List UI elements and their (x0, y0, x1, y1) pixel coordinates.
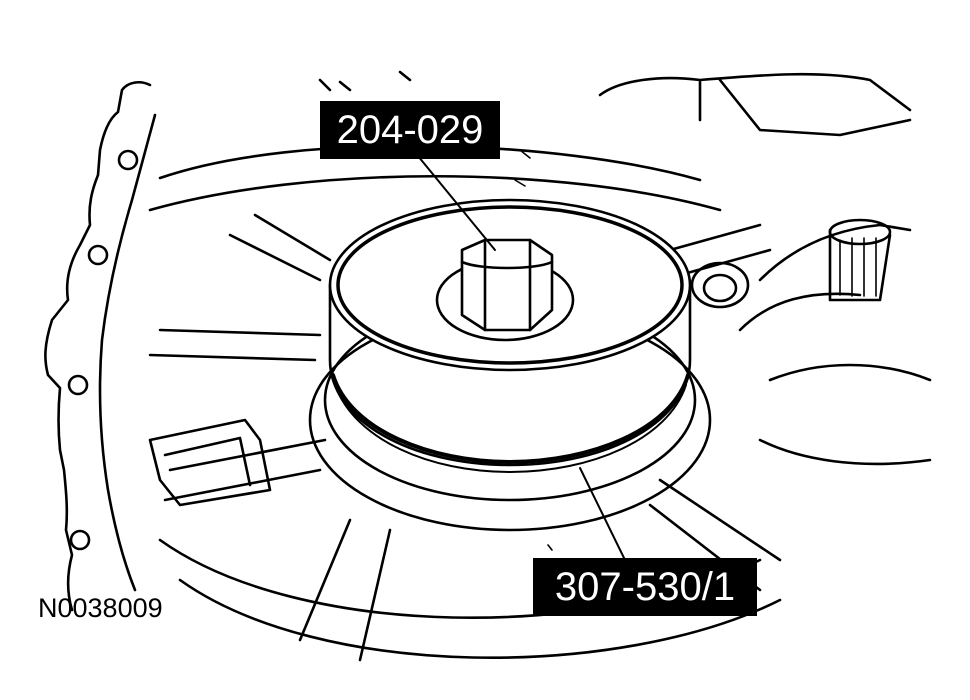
housing-rib (298, 518, 352, 642)
housing-rib (358, 528, 392, 662)
upper-right-casting (598, 72, 912, 122)
leader-line-307-530 (579, 467, 626, 561)
housing-arc-lower-2 (178, 578, 782, 659)
case-pocket (148, 418, 272, 507)
housing-rib (228, 233, 322, 282)
case-pocket-inner (163, 436, 252, 487)
spline-body (828, 228, 892, 302)
housing-rib (253, 213, 332, 262)
right-lower-casting (758, 363, 932, 466)
upper-casting (318, 70, 412, 92)
spline-lines (839, 237, 877, 297)
flange-bolt-hole (69, 529, 91, 551)
part-callout-label: 204-029 (320, 101, 500, 159)
flange-bolt-hole (117, 149, 139, 171)
housing-bore (690, 261, 750, 309)
figure-id: N0038009 (38, 593, 163, 623)
housing-arc-outer-2 (148, 175, 722, 212)
bolt-hex-edges (483, 238, 532, 332)
tool-seal-band-2 (334, 384, 687, 473)
right-boss (758, 223, 912, 282)
spline-end (828, 218, 892, 246)
detail-mark (547, 544, 553, 551)
bolt-hex-top (460, 260, 554, 270)
housing-bore-inner (702, 273, 738, 303)
housing-rib (658, 478, 782, 562)
detail-mark (514, 149, 531, 187)
tool-seal-band (331, 373, 690, 464)
housing-rib (168, 438, 327, 472)
housing-rib (148, 353, 317, 362)
flange-bolt-hole (67, 374, 89, 396)
housing-rib (668, 223, 762, 252)
bolt-hex-head (460, 238, 554, 332)
part-callout-label: 307-530/1 (533, 558, 757, 616)
right-boss-2 (738, 292, 862, 332)
leader-line-204-029 (417, 155, 496, 251)
housing-rib (158, 328, 322, 337)
case-flange-inner (98, 113, 157, 592)
case-flange-outline (44, 80, 152, 612)
housing-rib (163, 468, 322, 502)
upper-right-casting-2 (718, 78, 912, 137)
flange-bolt-hole (87, 244, 109, 266)
tool-top-rim (336, 205, 684, 365)
